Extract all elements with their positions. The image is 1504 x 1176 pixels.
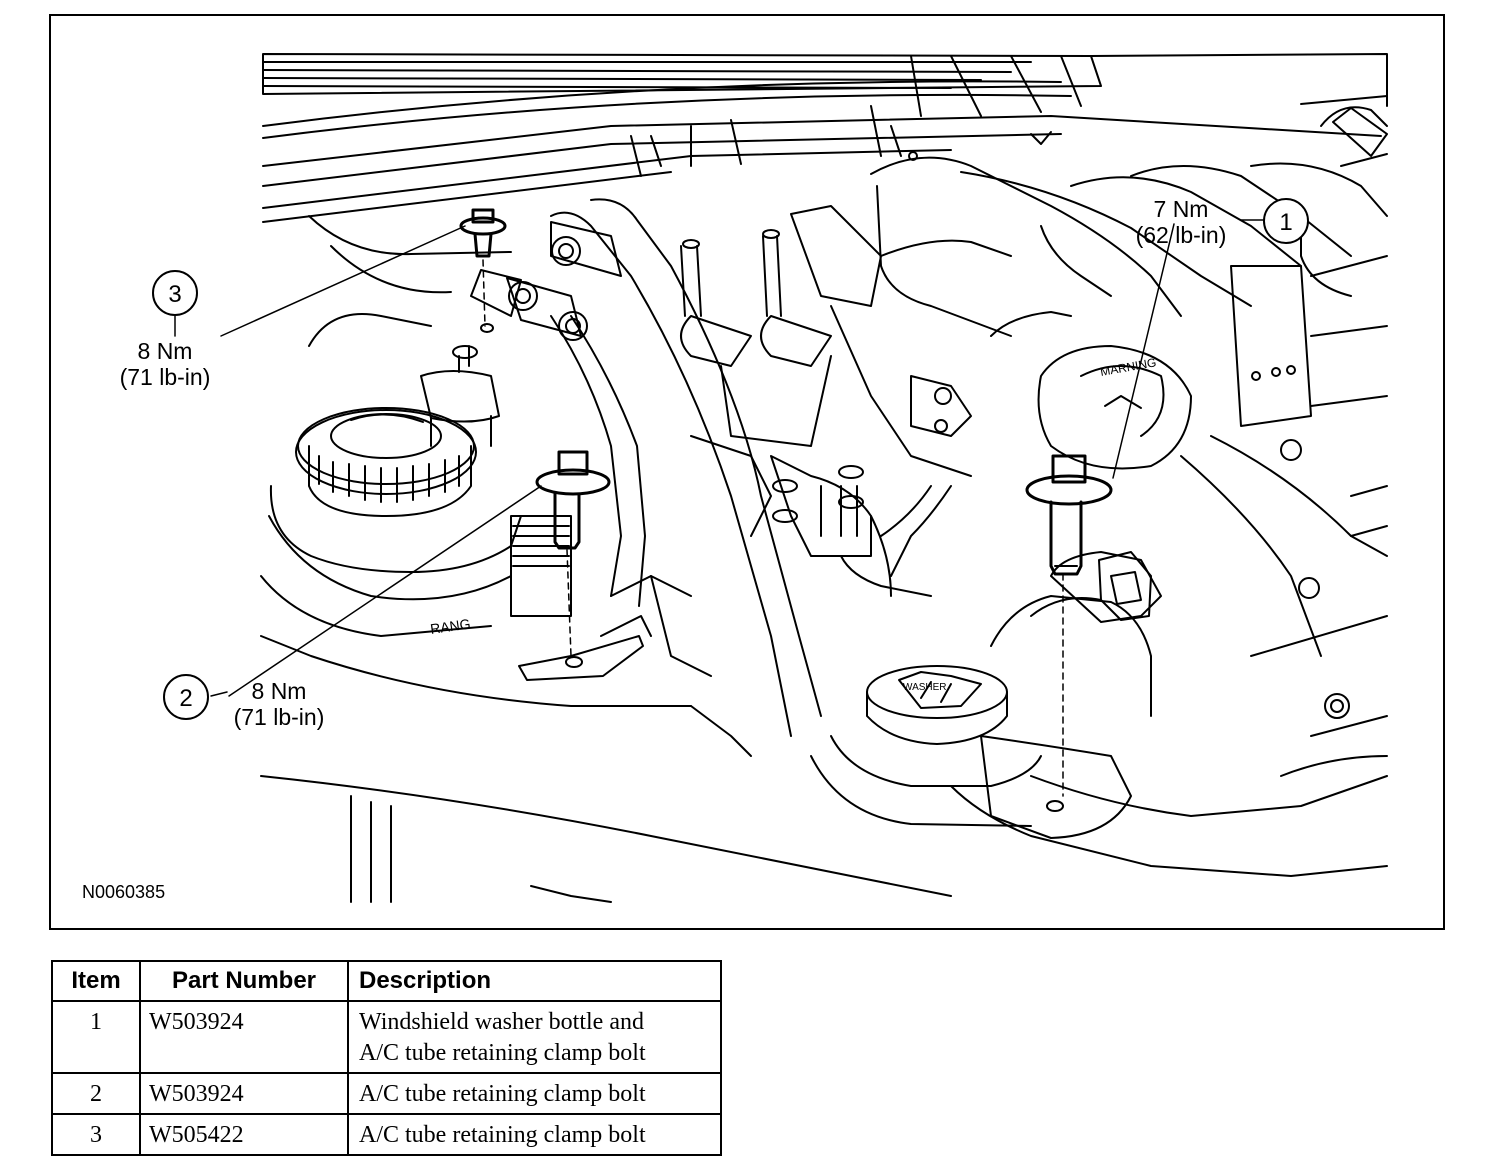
svg-text:WASHER: WASHER	[903, 682, 947, 693]
torque-label-3: 8 Nm (71 lb-in)	[105, 338, 225, 390]
parts-table: Item Part Number Description 1 W503924 W…	[51, 960, 722, 1156]
callout-1: 1	[1112, 198, 1309, 479]
torque-lbin-2: (71 lb-in)	[233, 704, 325, 730]
row-item: 2	[51, 1072, 141, 1115]
engine-bay-illustration: MARNING RANG	[152, 53, 1388, 903]
torque-label-1: 7 Nm (62 lb-in)	[1121, 196, 1241, 248]
torque-lbin-1: (62 lb-in)	[1135, 222, 1227, 248]
header-item: Item	[51, 960, 141, 1002]
left-bracket	[308, 215, 572, 617]
svg-text:MARNING: MARNING	[1099, 355, 1157, 379]
torque-nm-2: 8 Nm	[251, 678, 307, 704]
header-description: Description	[347, 960, 722, 1002]
row-description: Windshield washer bottle and A/C tube re…	[347, 1000, 722, 1074]
table-row: 3 W505422 A/C tube retaining clamp bolt	[51, 1113, 722, 1156]
ac-tube	[506, 198, 822, 737]
row-part-number: W503924	[139, 1000, 349, 1074]
illustration-frame: MARNING RANG	[49, 14, 1445, 930]
row-description-line: A/C tube retaining clamp bolt	[359, 1122, 646, 1148]
torque-label-2: 8 Nm (71 lb-in)	[219, 678, 339, 730]
cowl-panel	[262, 53, 1388, 223]
callout-1-number: 1	[1279, 209, 1292, 236]
washer-bottle-body	[950, 435, 1388, 877]
row-part-number: W503924	[139, 1072, 349, 1115]
svg-text:RANG: RANG	[429, 615, 471, 636]
reservoir-cap-left: RANG	[260, 407, 522, 637]
clamp-bracket	[518, 615, 652, 681]
row-description-line: A/C tube retaining clamp bolt	[359, 1081, 646, 1107]
torque-nm-3: 8 Nm	[137, 338, 193, 364]
row-description: A/C tube retaining clamp bolt	[347, 1072, 722, 1115]
callout-2: 2	[163, 485, 542, 720]
callout-3-number: 3	[168, 281, 181, 308]
row-item: 3	[51, 1113, 141, 1156]
callout-2-number: 2	[179, 685, 192, 712]
row-description: A/C tube retaining clamp bolt	[347, 1113, 722, 1156]
table-row: 2 W503924 A/C tube retaining clamp bolt	[51, 1072, 722, 1115]
row-description-line: A/C tube retaining clamp bolt	[359, 1040, 646, 1066]
row-part-number: W505422	[139, 1113, 349, 1156]
row-item: 1	[51, 1000, 141, 1074]
engine-center	[680, 205, 1012, 597]
callout-3: 3	[152, 225, 466, 337]
washer-bottle-cap: WASHER	[810, 665, 1042, 827]
torque-lbin-3: (71 lb-in)	[119, 364, 211, 390]
lower-body	[260, 575, 952, 903]
bolt-3	[459, 208, 507, 333]
expansion-tank-cap: MARNING	[1037, 345, 1192, 470]
row-description-line: Windshield washer bottle and	[359, 1009, 644, 1035]
table-header-row: Item Part Number Description	[51, 960, 722, 1002]
intake-manifold	[870, 156, 1388, 461]
bolt-1	[1025, 454, 1113, 812]
header-part-number: Part Number	[139, 960, 349, 1002]
torque-nm-1: 7 Nm	[1153, 196, 1209, 222]
bolt-2	[535, 450, 611, 657]
figure-id: N0060385	[82, 882, 166, 902]
table-row: 1 W503924 Windshield washer bottle and A…	[51, 1000, 722, 1074]
